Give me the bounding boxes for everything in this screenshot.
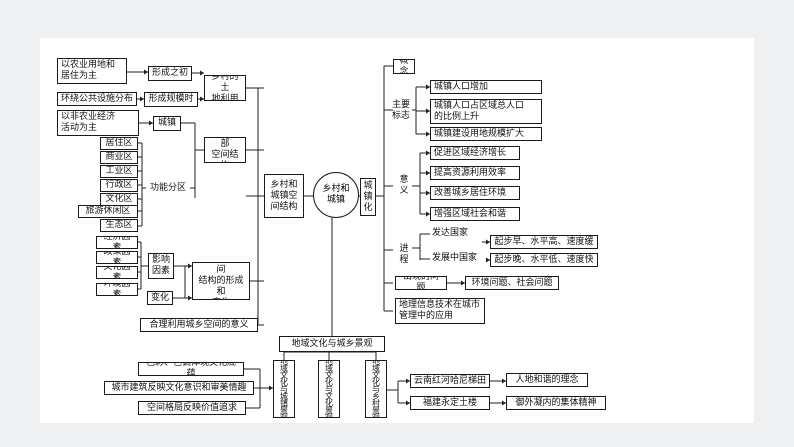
urban-landscape-node: 地 域 文 化 与 城 镇 景 观 bbox=[273, 360, 295, 418]
arrow-head bbox=[502, 400, 506, 406]
zone-administrative: 行政区 bbox=[100, 179, 138, 192]
arrow-head bbox=[188, 295, 192, 301]
factor-policy: 政策因素 bbox=[96, 251, 138, 264]
arrow-head bbox=[426, 84, 430, 90]
urbanization-node: 城 镇 化 bbox=[360, 178, 376, 216]
cultural-landscape-node: 地 域 文 化 与 文 化 景 观 bbox=[318, 360, 340, 418]
signs-label: 主要 标志 bbox=[391, 100, 410, 121]
meaning-3: 改善城乡居住环境 bbox=[430, 186, 520, 200]
meaning-1: 促进区域经济增长 bbox=[430, 146, 520, 160]
rural-case-2: 福建永定土楼 bbox=[410, 396, 490, 410]
center-node: 乡村和 城镇 bbox=[313, 172, 359, 218]
arrow-head bbox=[149, 120, 153, 126]
zone-industrial: 工业区 bbox=[100, 165, 138, 178]
meaning-4: 增强区域社会和谐 bbox=[430, 207, 520, 221]
arrow-head bbox=[144, 69, 148, 75]
urban-item-3: 空间格局反映价值追求 bbox=[138, 401, 246, 415]
influence-factors-node: 影响 因素 bbox=[148, 253, 174, 279]
developed-trait: 起步早、水平高、速度缓 bbox=[490, 235, 598, 249]
land-use-cause-1: 以农业用地和 居住为主 bbox=[57, 58, 127, 84]
arrow-head bbox=[200, 70, 204, 76]
urban-item-2: 城市建筑反映文化意识和审美情趣 bbox=[104, 381, 254, 395]
sign-2: 城镇人口占区域总人口 的比例上升 bbox=[430, 99, 542, 124]
concept-node: 概念 bbox=[393, 59, 415, 74]
rural-idea-1: 人地和谐的理念 bbox=[506, 373, 588, 387]
arrow-head bbox=[426, 108, 430, 114]
zone-ecological: 生态区 bbox=[100, 219, 138, 232]
arrow-head bbox=[486, 257, 490, 263]
developed-country: 发达国家 bbox=[432, 228, 469, 238]
process-label: 进 程 bbox=[399, 244, 409, 265]
connector-lines bbox=[127, 65, 506, 409]
regional-culture-node: 地域文化与城乡景观 bbox=[279, 336, 385, 352]
rural-idea-2: 御外凝内的集体精神 bbox=[506, 396, 606, 410]
factor-economic: 经济因素 bbox=[96, 236, 138, 249]
arrow-head bbox=[140, 96, 144, 102]
arrow-head bbox=[426, 211, 430, 217]
gis-node: 地理信息技术在城市 管理中的应用 bbox=[395, 298, 485, 324]
factor-cultural: 文化因素 bbox=[96, 266, 138, 279]
arrow-head bbox=[461, 280, 465, 286]
land-use-stage-1: 形成之初 bbox=[148, 66, 192, 81]
arrow-head bbox=[426, 131, 430, 137]
rural-case-1: 云南红河哈尼梯田 bbox=[410, 374, 490, 388]
rural-land-use-node: 乡村的土 地利用 bbox=[204, 75, 246, 101]
urban-item-1: 色彩、色调体现文化底蕴 bbox=[138, 362, 244, 376]
arrow-head bbox=[406, 378, 410, 384]
arrow-head bbox=[406, 400, 410, 406]
problems-node: 出现的问题 bbox=[395, 276, 447, 290]
meaning-2: 提高资源利用效率 bbox=[430, 166, 520, 180]
arrow-head bbox=[426, 150, 430, 156]
change-node: 变化 bbox=[147, 291, 173, 305]
zoning-label: 功能分区 bbox=[149, 183, 186, 193]
zone-tourism: 旅游休闲区 bbox=[78, 205, 138, 218]
arrow-head bbox=[502, 378, 506, 384]
arrow-head bbox=[426, 190, 430, 196]
non-agri-text: 以非农业经济 活动为主 bbox=[57, 110, 139, 136]
spatial-structure-node: 乡村和 城镇空 间结构 bbox=[264, 174, 304, 218]
arrow-head bbox=[269, 385, 273, 391]
knowledge-map: 乡村和 城镇 乡村和 城镇空 间结构 以农业用地和 居住为主 环绕公共设施分布 … bbox=[40, 38, 754, 423]
sign-3: 城镇建设用地规模扩大 bbox=[430, 127, 542, 141]
arrow-head bbox=[426, 170, 430, 176]
developing-trait: 起步晚、水平低、速度快 bbox=[490, 253, 598, 267]
developing-country: 发展中国家 bbox=[432, 253, 478, 263]
meaning-label: 意 义 bbox=[399, 175, 409, 196]
rural-landscape-node: 地 域 文 化 与 乡 村 景 观 bbox=[365, 360, 387, 418]
sign-1: 城镇人口增加 bbox=[430, 80, 542, 94]
rational-use-node: 合理利用城乡空间的意义 bbox=[140, 318, 258, 332]
arrow-head bbox=[200, 96, 204, 102]
arrow-head bbox=[188, 263, 192, 269]
zone-commercial: 商业区 bbox=[100, 151, 138, 164]
town-node: 城镇 bbox=[153, 116, 181, 131]
land-use-cause-2: 环绕公共设施分布 bbox=[57, 92, 137, 106]
arrow-head bbox=[486, 239, 490, 245]
formation-change-node: 城镇内部空间 结构的形成和 变化 bbox=[192, 262, 250, 300]
factor-environmental: 环境因素 bbox=[96, 283, 138, 296]
zone-residential: 居住区 bbox=[100, 137, 138, 150]
land-use-stage-2: 形成规模时 bbox=[144, 92, 198, 107]
problems-value: 环境问题、社会问题 bbox=[465, 276, 559, 290]
